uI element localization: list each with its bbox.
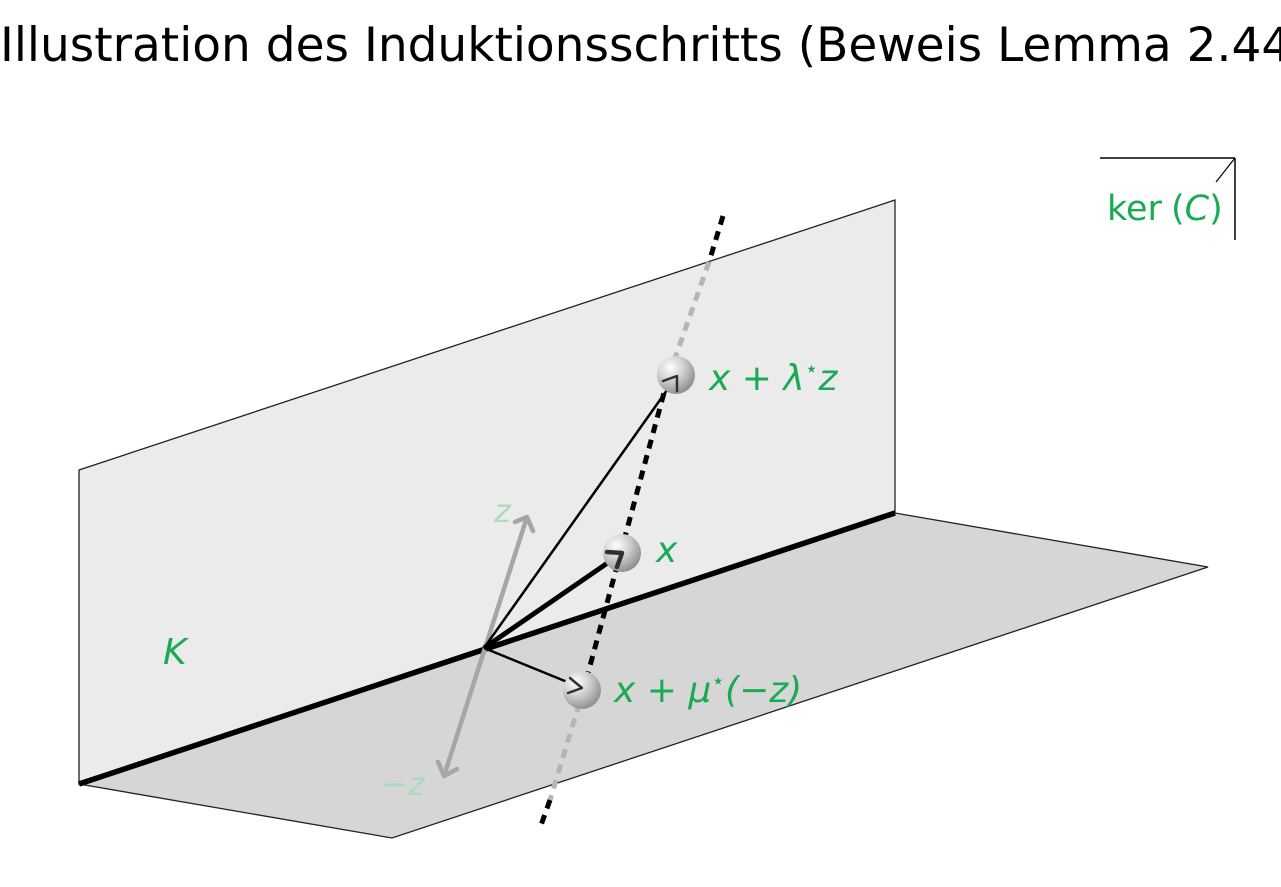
point-x-label: x: [655, 530, 678, 571]
dashed-line-middle: [581, 377, 671, 689]
kernel-box-slant: [1215, 157, 1236, 183]
direction-z-label: z: [493, 492, 512, 530]
kernel-label: ker(C): [1107, 189, 1223, 229]
direction-minus-z-arrowhead: [435, 759, 460, 779]
direction-z-arrowhead: [512, 514, 536, 534]
vector-to-x-plus-mu-arrowhead-overlay: [566, 676, 584, 695]
dashed-line-top: [706, 215, 726, 263]
point-x-plus-lambda-label: x + λ⋆z: [708, 357, 838, 399]
point-x-plus-mu-label: x + μ⋆(−z): [613, 669, 802, 711]
page-title: Illustration des Induktionsschritts (Bew…: [0, 18, 1281, 73]
cone-label: K: [163, 632, 189, 673]
vector-to-x: [482, 550, 624, 651]
direction-minus-z-label: −z: [381, 765, 426, 803]
vector-to-x-plus-lambda-arrowhead-overlay: [661, 374, 679, 393]
point-x-plus-lambda-sphere: [657, 356, 695, 394]
dashed-line-bottom: [537, 799, 553, 829]
vector-to-x-arrowhead-overlay: [604, 549, 625, 570]
vector-to-x-plus-lambda: [482, 375, 679, 649]
point-x-plus-mu-sphere: [563, 671, 601, 709]
page-title-text: Illustration des Induktionsschritts (Bew…: [0, 18, 1281, 73]
